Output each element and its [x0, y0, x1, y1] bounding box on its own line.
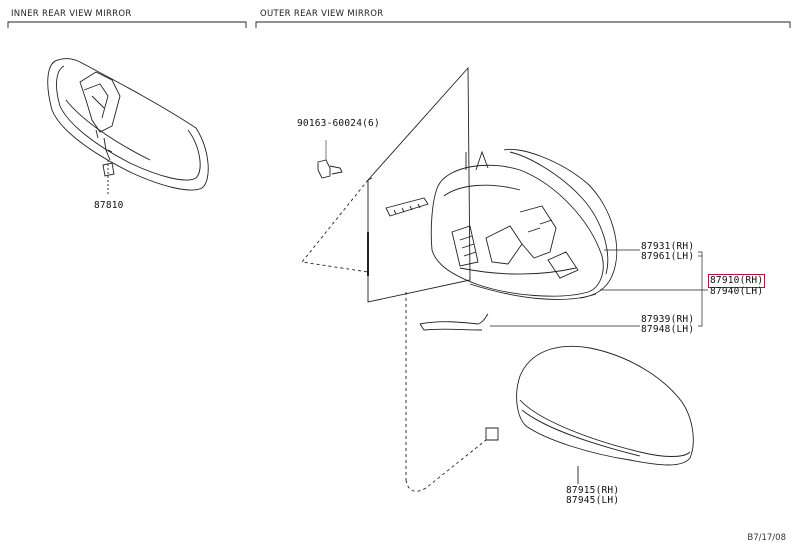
- part-label-87810[interactable]: 87810: [94, 200, 124, 211]
- part-label-bolt[interactable]: 90163-60024(6): [297, 118, 380, 129]
- inner-section-bracket: [7, 21, 247, 28]
- outer-mirror-housing-drawing: [385, 148, 618, 300]
- outer-mirror-glass-panel: [301, 66, 499, 492]
- part-label-87945[interactable]: 87945(LH): [566, 495, 620, 506]
- leader-lines: [490, 249, 708, 327]
- part-label-87915[interactable]: 87915(RH): [566, 485, 620, 496]
- bolt-drawing: [317, 140, 343, 179]
- inner-mirror-drawing: [47, 58, 209, 196]
- section-title-inner: INNER REAR VIEW MIRROR: [11, 9, 132, 19]
- figure-code: B7/17/08: [747, 533, 786, 543]
- actuator-bracket-drawing: [419, 313, 489, 331]
- mirror-cover-drawing: [516, 345, 694, 484]
- part-label-87939[interactable]: 87939(RH): [641, 314, 695, 325]
- part-label-87961[interactable]: 87961(LH): [641, 251, 695, 262]
- part-label-87940[interactable]: 87940(LH): [710, 286, 764, 297]
- part-label-87910-highlighted[interactable]: 87910(RH): [707, 274, 766, 288]
- part-label-87948[interactable]: 87948(LH): [641, 324, 695, 335]
- section-title-outer: OUTER REAR VIEW MIRROR: [260, 9, 384, 19]
- outer-section-bracket: [255, 21, 791, 28]
- part-label-87931[interactable]: 87931(RH): [641, 241, 695, 252]
